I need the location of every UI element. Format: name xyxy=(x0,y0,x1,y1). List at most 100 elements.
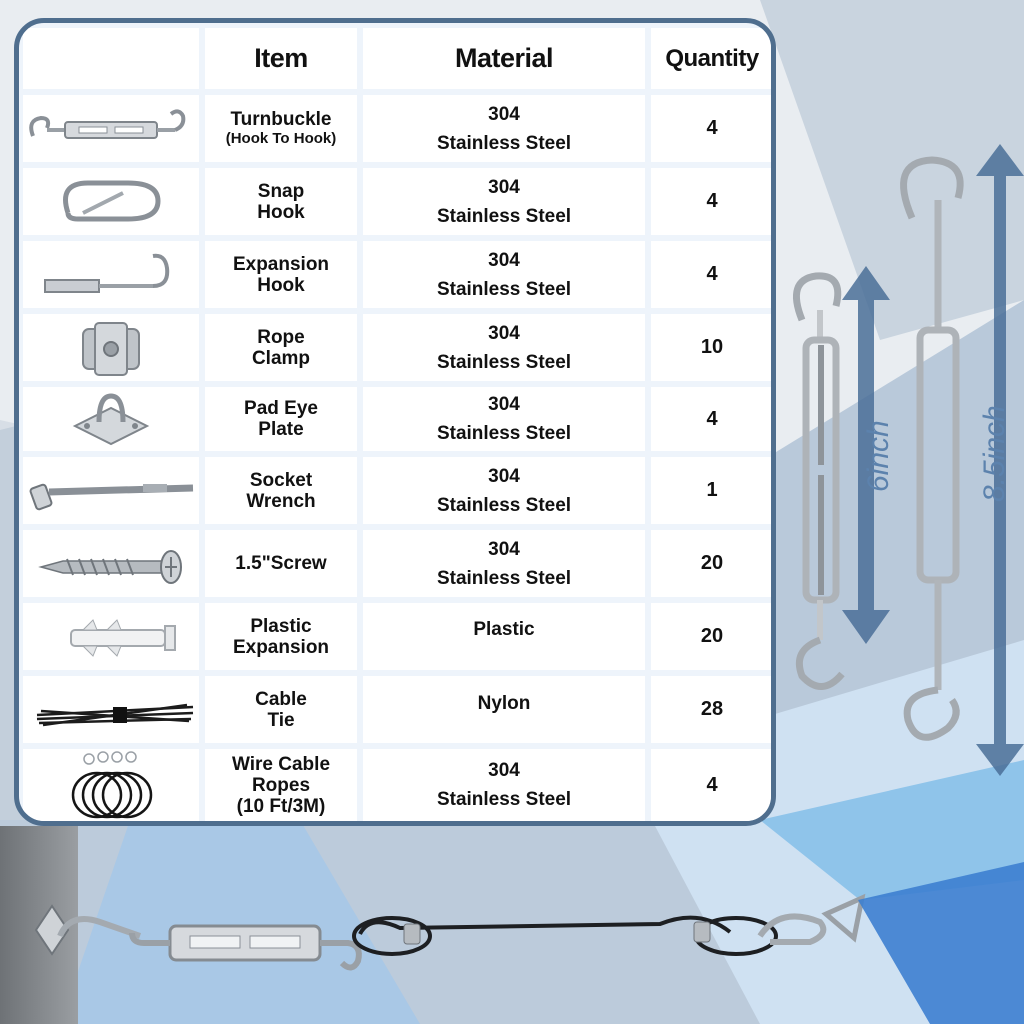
expansion-hook-icon xyxy=(44,253,170,293)
short-dimension-label: 6inch xyxy=(862,420,895,492)
item-quantity: 4 xyxy=(651,168,771,235)
item-label-line2: Hook xyxy=(257,201,305,223)
rope-clamp-icon xyxy=(82,321,140,376)
item-label: Plastic xyxy=(250,615,312,637)
material-name: Stainless Steel xyxy=(436,278,572,300)
turnbuckle-icon xyxy=(29,108,186,139)
short-dimension-arrow xyxy=(842,266,890,644)
material-name: Nylon xyxy=(477,693,531,714)
item-label: Expansion xyxy=(232,253,330,275)
item-label: Pad Eye xyxy=(244,398,318,419)
material-grade: 304 xyxy=(488,538,520,560)
item-quantity: 20 xyxy=(651,603,771,670)
material-grade: 304 xyxy=(488,103,520,125)
item-label: Socket xyxy=(249,469,313,491)
item-label-line2: Clamp xyxy=(251,347,311,369)
item-label-line2: Wrench xyxy=(246,490,316,512)
material-name: Stainless Steel xyxy=(436,789,572,810)
long-dimension-arrow xyxy=(976,144,1024,776)
material-grade: 304 xyxy=(488,394,520,415)
item-label-line2: Hook xyxy=(257,274,305,296)
item-material: Nylon xyxy=(363,676,645,743)
item-label-line2: Expansion xyxy=(232,636,330,658)
item-label-line2: Plate xyxy=(258,419,304,440)
item-quantity: 20 xyxy=(651,530,771,597)
material-name: Plastic xyxy=(473,619,535,640)
material-grade: 304 xyxy=(488,249,520,271)
item-name: Turnbuckle(Hook To Hook) xyxy=(205,95,357,162)
item-image xyxy=(23,168,199,235)
item-label: Cable xyxy=(255,688,307,710)
material-grade: 304 xyxy=(488,176,520,198)
item-material: Plastic xyxy=(363,603,645,670)
installed-turnbuckle xyxy=(129,924,362,971)
item-image xyxy=(23,457,199,524)
pad-eye-plate-icon xyxy=(72,393,150,446)
item-sublabel: (Hook To Hook) xyxy=(225,130,337,147)
long-turnbuckle xyxy=(900,156,964,741)
item-image xyxy=(23,241,199,308)
cable-tie-icon xyxy=(36,703,194,726)
item-quantity: 4 xyxy=(651,749,771,821)
header-quantity: Quantity xyxy=(651,28,771,89)
item-quantity: 28 xyxy=(651,676,771,743)
material-name: Stainless Steel xyxy=(436,494,572,516)
item-image xyxy=(23,603,199,670)
short-turnbuckle xyxy=(792,272,845,690)
item-label: Wire Cable xyxy=(231,753,331,775)
item-label-line2: Ropes xyxy=(251,774,311,796)
item-quantity: 4 xyxy=(651,241,771,308)
rope-clamp xyxy=(693,921,711,943)
item-label-line3: (10 Ft/3M) xyxy=(236,795,326,817)
plastic-expansion-icon xyxy=(70,618,176,657)
material-name: Stainless Steel xyxy=(436,205,572,227)
socket-wrench-icon xyxy=(29,483,194,510)
material-grade: 304 xyxy=(488,760,520,781)
wire-cable-ropes-icon xyxy=(71,751,153,819)
header-image-column xyxy=(23,28,199,89)
item-quantity: 1 xyxy=(651,457,771,524)
screw-icon xyxy=(38,549,182,584)
long-dimension-label: 8.5inch xyxy=(978,405,1011,502)
snap-hook-icon xyxy=(63,180,161,221)
material-grade: 304 xyxy=(488,322,520,344)
item-image xyxy=(23,530,199,597)
item-quantity: 10 xyxy=(651,314,771,381)
shade-sail xyxy=(858,862,1024,1024)
item-image xyxy=(23,676,199,743)
pad-eye-plate xyxy=(34,904,70,956)
header-item: Item xyxy=(205,28,357,89)
material-name: Stainless Steel xyxy=(436,132,572,154)
item-quantity: 4 xyxy=(651,387,771,451)
item-label: Turnbuckle xyxy=(230,109,332,130)
material-name: Stainless Steel xyxy=(436,423,572,444)
item-name: 1.5"Screw xyxy=(205,530,357,597)
snap-hook xyxy=(757,913,827,945)
material-name: Stainless Steel xyxy=(436,567,572,589)
snap-hook xyxy=(57,916,141,939)
installation-illustration xyxy=(0,826,1024,1024)
